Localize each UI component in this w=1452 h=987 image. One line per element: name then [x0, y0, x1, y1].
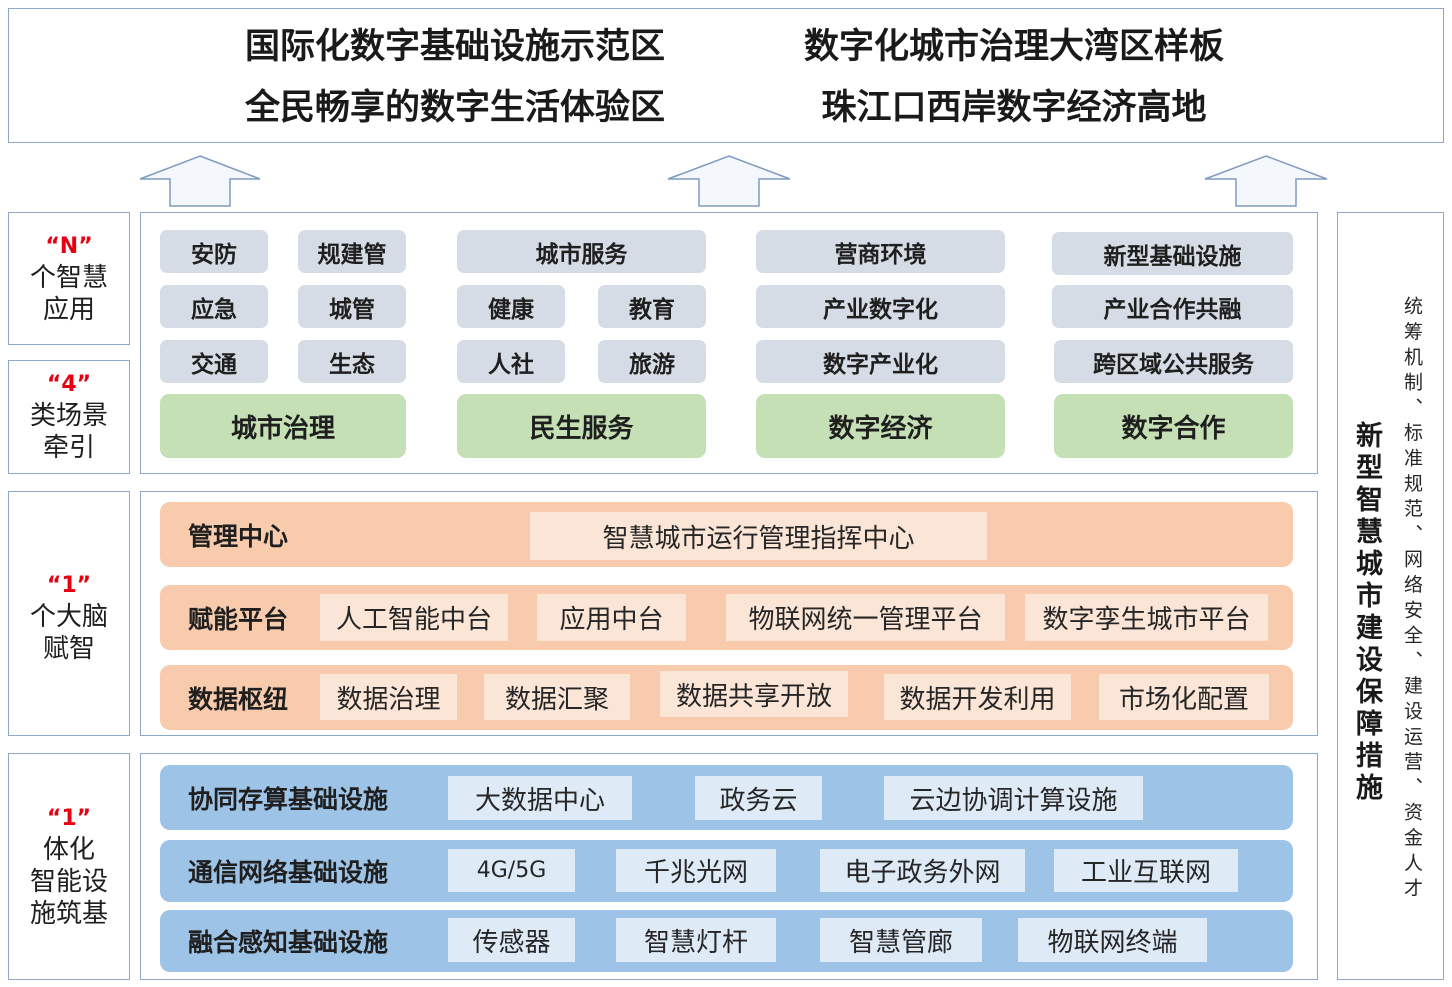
infra-item: 云边协调计算设施: [884, 776, 1143, 820]
brain-row-management: 管理中心 智慧城市运行管理指挥中心: [160, 502, 1293, 567]
infra-item: 智慧灯杆: [616, 918, 776, 962]
label-number: “N”: [45, 233, 93, 259]
scene-tag: 规建管: [298, 230, 406, 273]
label-line: 智能设: [29, 866, 108, 897]
left-label-infrastructure: “1” 体化 智能设 施筑基: [8, 753, 130, 980]
infra-row-sensing: 融合感知基础设施 传感器 智慧灯杆 智慧管廊 物联网终端: [160, 910, 1293, 972]
scene-tag: 产业合作共融: [1052, 285, 1293, 328]
label-line: 个智慧: [29, 262, 108, 293]
brain-item: 数据开发利用: [884, 674, 1071, 720]
row-label: 赋能平台: [188, 604, 289, 634]
up-arrow-icon: [667, 155, 791, 207]
brain-item: 智慧城市运行管理指挥中心: [530, 512, 987, 560]
brain-item: 数据治理: [320, 674, 457, 720]
infra-item: 政务云: [695, 776, 822, 820]
row-label: 通信网络基础设施: [188, 858, 389, 887]
brain-item: 人工智能中台: [320, 594, 508, 641]
brain-item: 应用中台: [537, 594, 686, 641]
row-label: 协同存算基础设施: [188, 784, 389, 814]
label-number: “4”: [46, 372, 92, 397]
brain-item: 数据共享开放: [660, 671, 848, 717]
scene-tag: 新型基础设施: [1052, 232, 1293, 275]
scene-tag: 城管: [298, 285, 406, 328]
infra-item: 物联网终端: [1018, 918, 1207, 962]
label-line: 个大脑: [29, 601, 108, 632]
infra-item: 智慧管廊: [820, 918, 982, 962]
scene-category: 数字合作: [1054, 394, 1293, 458]
label-number: “1”: [46, 572, 92, 598]
label-line: 赋智: [42, 633, 95, 664]
left-label-applications: “N” 个智慧 应用: [8, 212, 130, 345]
label-line: 牵引: [42, 433, 95, 463]
scene-tag: 生态: [298, 340, 406, 383]
infra-item: 4G/5G: [448, 849, 575, 892]
left-label-scenarios: “4” 类场景 牵引: [8, 360, 130, 474]
infra-item: 工业互联网: [1054, 849, 1238, 892]
scene-tag: 旅游: [598, 340, 706, 383]
scene-category: 民生服务: [457, 394, 706, 458]
safeguards-title: 新型智慧城市建设保障措施: [1351, 421, 1382, 805]
scene-tag: 安防: [160, 230, 268, 273]
goal-text: 全民畅享的数字生活体验区: [244, 88, 665, 128]
up-arrow-icon: [1204, 155, 1328, 207]
brain-item: 市场化配置: [1099, 674, 1269, 720]
infra-item: 千兆光网: [616, 849, 776, 892]
scene-category: 城市治理: [160, 394, 406, 458]
infra-row-compute: 协同存算基础设施 大数据中心 政务云 云边协调计算设施: [160, 765, 1293, 830]
safeguards-panel: [1337, 212, 1444, 980]
label-number: “1”: [46, 805, 92, 831]
scene-tag: 城市服务: [457, 230, 706, 273]
up-arrow-icon: [139, 155, 261, 207]
scene-tag: 营商环境: [756, 230, 1005, 273]
goals-box: [8, 8, 1444, 143]
label-line: 应用: [42, 294, 95, 325]
scene-tag: 跨区域公共服务: [1054, 340, 1293, 383]
safeguards-measures: 统筹机制、标准规范、网络安全、建设运营、资金人才: [1401, 296, 1423, 904]
brain-item: 数据汇聚: [484, 674, 630, 720]
scene-tag: 教育: [598, 285, 706, 328]
brain-row-data-hub: 数据枢纽 数据治理 数据汇聚 数据共享开放 数据开发利用 市场化配置: [160, 665, 1293, 730]
scene-tag: 交通: [160, 340, 268, 383]
goal-text: 珠江口西岸数字经济高地: [821, 88, 1207, 128]
scene-tag: 应急: [160, 285, 268, 328]
up-arrows: [139, 155, 1328, 207]
infra-item: 大数据中心: [448, 776, 632, 820]
infra-item: 传感器: [448, 918, 575, 962]
left-label-brain: “1” 个大脑 赋智: [8, 491, 130, 736]
goal-text: 数字化城市治理大湾区样板: [803, 27, 1224, 67]
label-line: 体化: [42, 834, 95, 865]
scene-tag: 产业数字化: [756, 285, 1005, 328]
brain-item: 数字孪生城市平台: [1025, 594, 1268, 641]
brain-row-enabling-platform: 赋能平台 人工智能中台 应用中台 物联网统一管理平台 数字孪生城市平台: [160, 585, 1293, 650]
row-label: 融合感知基础设施: [188, 928, 389, 957]
row-label: 数据枢纽: [188, 684, 289, 714]
row-label: 管理中心: [188, 521, 289, 551]
label-line: 类场景: [29, 401, 108, 431]
infra-item: 电子政务外网: [820, 849, 1025, 892]
scene-category: 数字经济: [756, 394, 1005, 458]
label-line: 施筑基: [29, 898, 108, 929]
scene-tag: 人社: [457, 340, 565, 383]
brain-item: 物联网统一管理平台: [726, 594, 1005, 641]
scene-tag: 健康: [457, 285, 565, 328]
goal-text: 国际化数字基础设施示范区: [244, 27, 665, 67]
scene-tag: 数字产业化: [756, 340, 1005, 383]
infra-row-network: 通信网络基础设施 4G/5G 千兆光网 电子政务外网 工业互联网: [160, 840, 1293, 902]
